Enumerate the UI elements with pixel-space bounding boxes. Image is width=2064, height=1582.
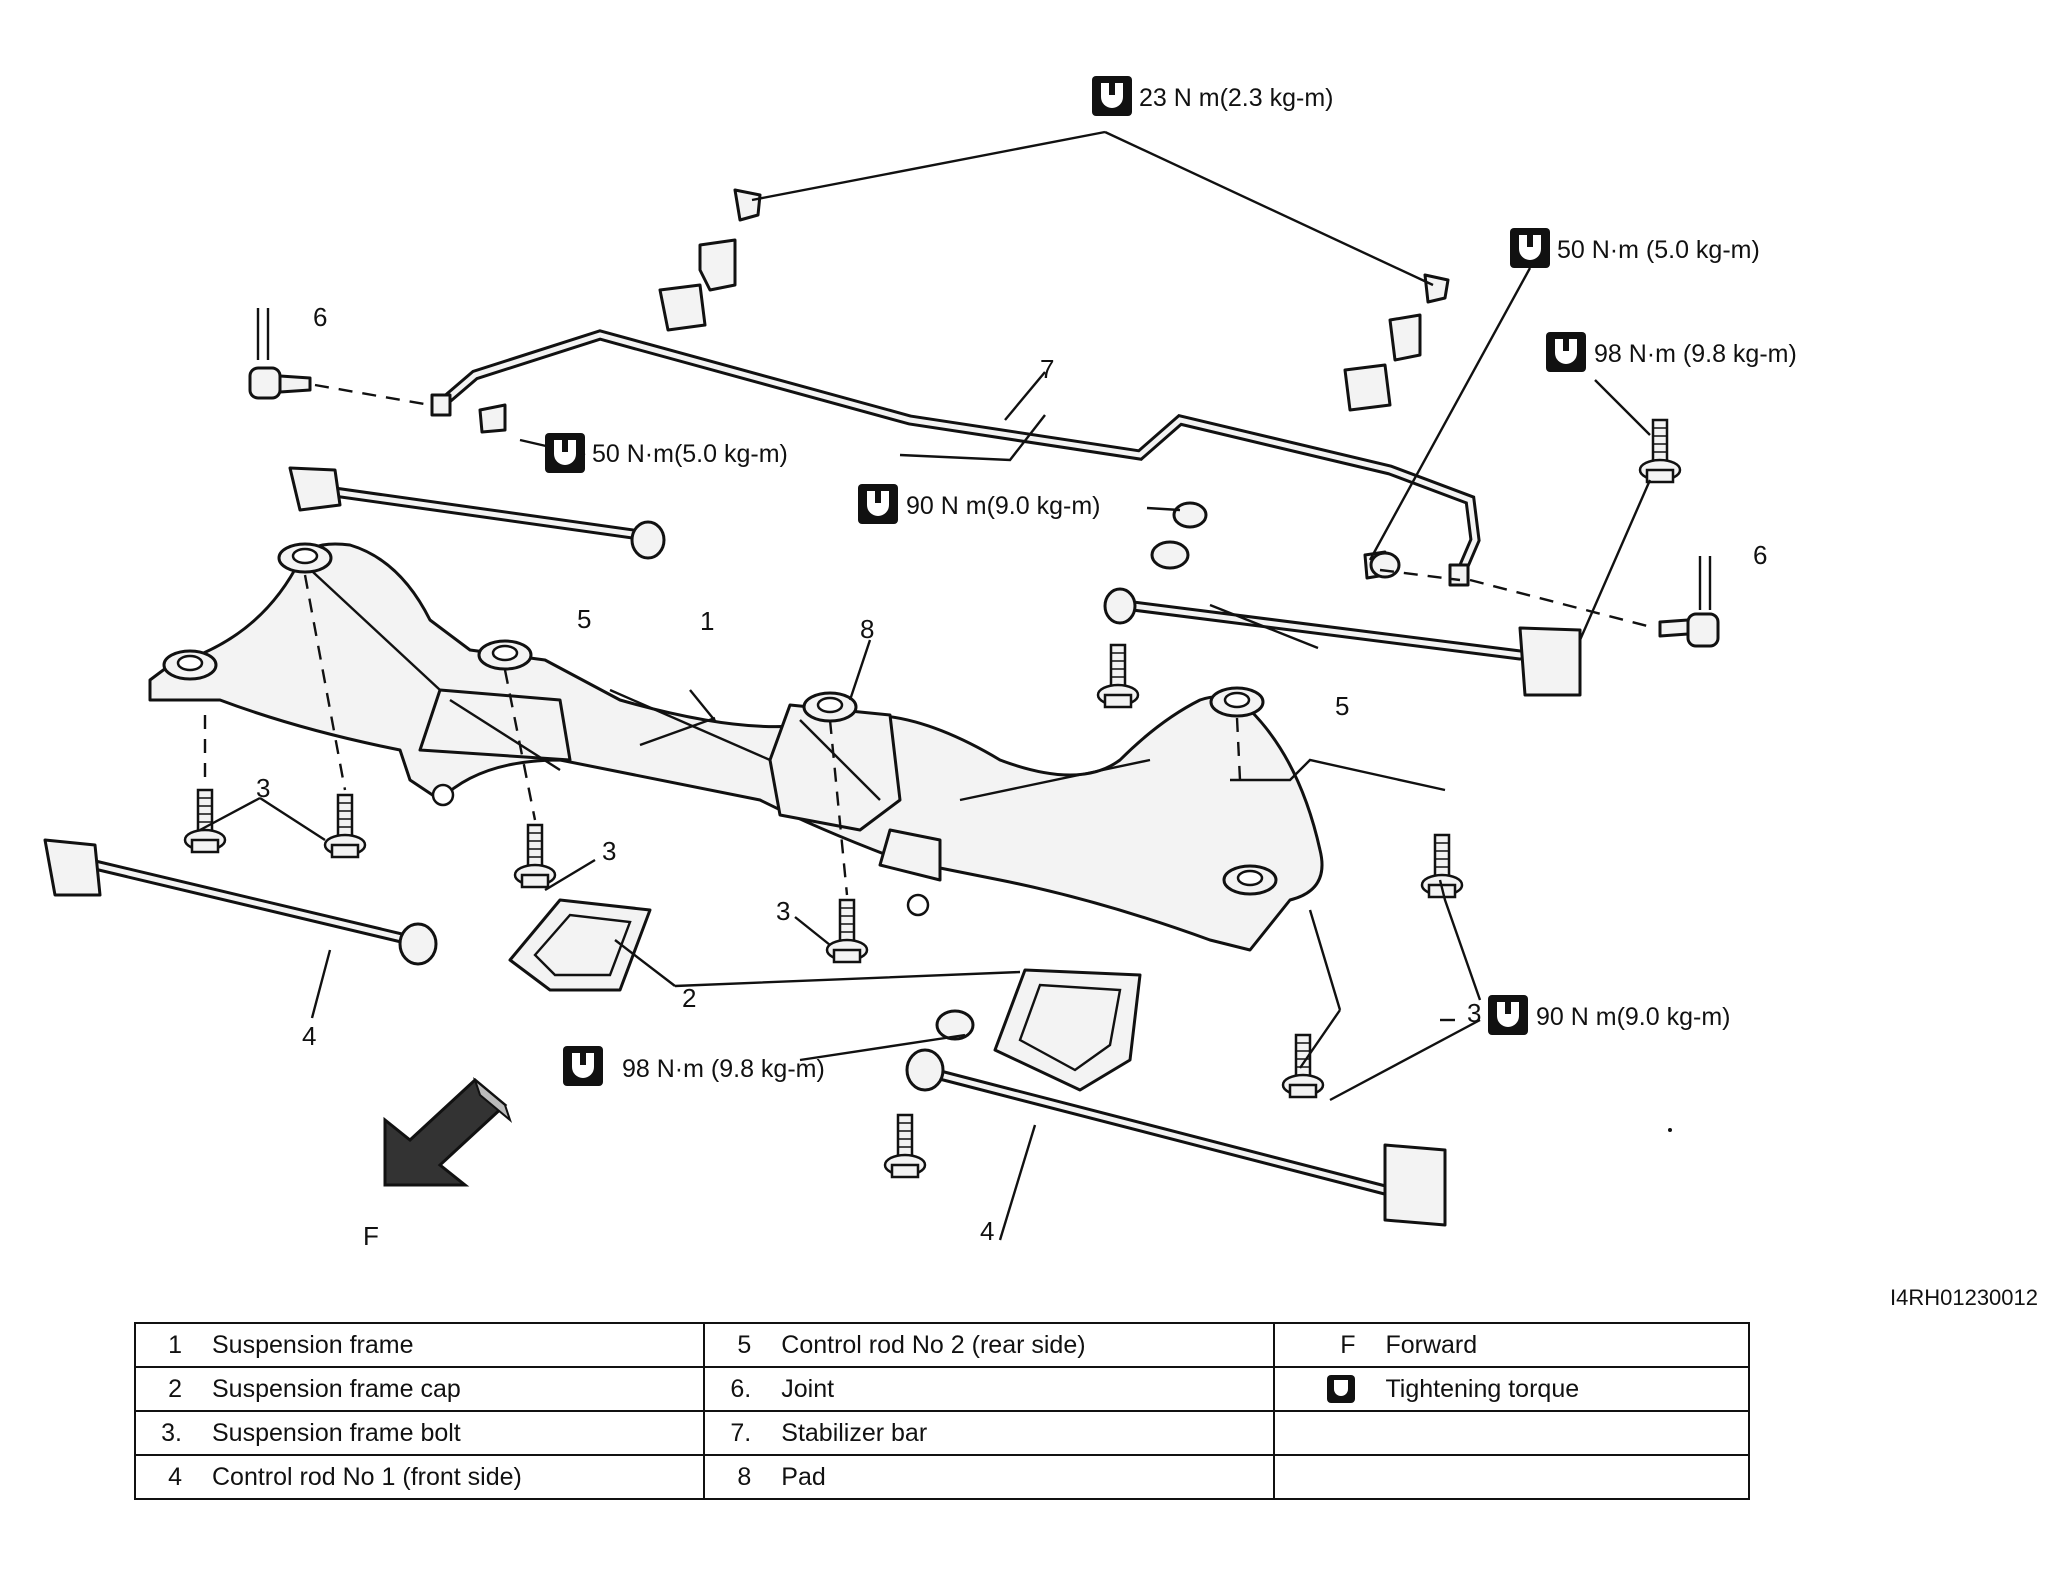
joint bbox=[248, 308, 431, 407]
legend-label: Control rod No 2 (rear side) bbox=[781, 1330, 1086, 1359]
suspension-frame-cap bbox=[993, 968, 1142, 1092]
callout-3: 3 bbox=[602, 836, 616, 866]
callout-4: 4 bbox=[302, 1021, 316, 1051]
legend-label: Stabilizer bar bbox=[781, 1418, 928, 1447]
leader-lines bbox=[199, 130, 1652, 1241]
forward-arrow bbox=[383, 1076, 513, 1187]
torque-spec: 90 N m(9.0 kg-m) bbox=[858, 484, 1100, 524]
control-rod-no1 bbox=[905, 1048, 1447, 1227]
torque-icon bbox=[1546, 332, 1586, 372]
callout-7: 7 bbox=[1040, 354, 1054, 384]
torque-value: 90 N m(9.0 kg-m) bbox=[1536, 1003, 1730, 1031]
legend-row: 2 Suspension frame cap 6. Joint Tightening… bbox=[133, 1366, 1750, 1412]
legend-number: 4 bbox=[168, 1462, 182, 1491]
torque-icon bbox=[563, 1046, 603, 1086]
torque-icon bbox=[545, 433, 585, 473]
torque-spec: 50 N·m (5.0 kg-m) bbox=[1510, 228, 1760, 268]
alignment-lines bbox=[203, 568, 1461, 896]
callout-5: 5 bbox=[577, 604, 591, 634]
torque-value: 50 N·m (5.0 kg-m) bbox=[1557, 236, 1760, 264]
suspension-frame-cap bbox=[508, 898, 652, 992]
stabilizer-bolt bbox=[733, 188, 1450, 304]
legend-number: 2 bbox=[168, 1374, 182, 1403]
legend-number: 1 bbox=[168, 1330, 182, 1359]
callout-4: 4 bbox=[980, 1216, 994, 1246]
torque-value: 50 N·m(5.0 kg-m) bbox=[592, 440, 788, 468]
legend-table: 1 Suspension frame 5 Control rod No 2 (rea… bbox=[133, 1322, 1750, 1500]
torque-spec: 23 N m(2.3 kg-m) bbox=[1092, 76, 1333, 116]
torque-value: 90 N m(9.0 kg-m) bbox=[906, 492, 1100, 520]
legend-number: F bbox=[1340, 1330, 1356, 1359]
torque-value: 98 N·m (9.8 kg-m) bbox=[1594, 340, 1797, 368]
legend-number: 6. bbox=[730, 1374, 752, 1403]
callout-5: 5 bbox=[1335, 691, 1349, 721]
torque-spec: 98 N·m (9.8 kg-m) bbox=[1546, 332, 1797, 372]
callout-3: 3 bbox=[1467, 998, 1481, 1028]
torque-icon bbox=[858, 484, 898, 524]
torque-icon bbox=[1327, 1375, 1356, 1403]
stabilizer-bracket bbox=[478, 238, 1422, 580]
callout-3: 3 bbox=[776, 896, 790, 926]
legend-label: Suspension frame bbox=[212, 1330, 414, 1359]
legend-number: 7. bbox=[730, 1418, 752, 1447]
suspension-frame bbox=[148, 542, 1324, 952]
legend-label: Suspension frame bolt bbox=[212, 1418, 461, 1447]
callout-2: 2 bbox=[682, 983, 696, 1013]
legend-number: 8 bbox=[737, 1462, 752, 1491]
legend-label: Joint bbox=[781, 1374, 835, 1403]
callout-6: 6 bbox=[313, 302, 327, 332]
figure-code: I4RH01230012 bbox=[1889, 1285, 2038, 1310]
stabilizer-bar bbox=[430, 329, 1481, 587]
legend-row: 4 Control rod No 1 (front side) 8 Pad bbox=[133, 1454, 1750, 1500]
legend-number: 3. bbox=[161, 1418, 182, 1447]
torque-value: 23 N m(2.3 kg-m) bbox=[1139, 84, 1333, 112]
torque-value: 98 N·m (9.8 kg-m) bbox=[622, 1055, 825, 1083]
torque-icon bbox=[1092, 76, 1132, 116]
callout-3: 3 bbox=[256, 773, 270, 803]
legend-label: Forward bbox=[1385, 1330, 1478, 1359]
joint bbox=[1469, 556, 1720, 648]
callout-labels: 1 8 7 6 6 5 5 3 3 3 3 2 4 4 F bbox=[256, 302, 1767, 1251]
legend-label: Tightening torque bbox=[1385, 1374, 1580, 1403]
callout-1: 1 bbox=[700, 606, 714, 636]
legend-label: Control rod No 1 (front side) bbox=[212, 1462, 522, 1491]
torque-icon bbox=[1488, 995, 1528, 1035]
legend-label: Pad bbox=[781, 1462, 826, 1491]
torque-spec: 98 N·m (9.8 kg-m) bbox=[563, 1046, 825, 1086]
callout-6: 6 bbox=[1753, 540, 1767, 570]
torque-icon bbox=[1510, 228, 1550, 268]
callout-8: 8 bbox=[860, 614, 874, 644]
legend-number: 5 bbox=[737, 1330, 752, 1359]
legend-row: 3. Suspension frame bolt 7. Stabilizer bar bbox=[133, 1410, 1750, 1456]
torque-spec: 50 N·m(5.0 kg-m) bbox=[545, 433, 788, 473]
legend-row: 1 Suspension frame 5 Control rod No 2 (rea… bbox=[133, 1322, 1750, 1368]
control-rod-no2 bbox=[288, 466, 666, 560]
forward-label: F bbox=[363, 1221, 379, 1251]
control-rod-no1 bbox=[43, 838, 438, 966]
legend-label: Suspension frame cap bbox=[212, 1374, 461, 1403]
torque-spec: 90 N m(9.0 kg-m) bbox=[1488, 995, 1730, 1035]
control-rod-no2 bbox=[1103, 587, 1582, 697]
